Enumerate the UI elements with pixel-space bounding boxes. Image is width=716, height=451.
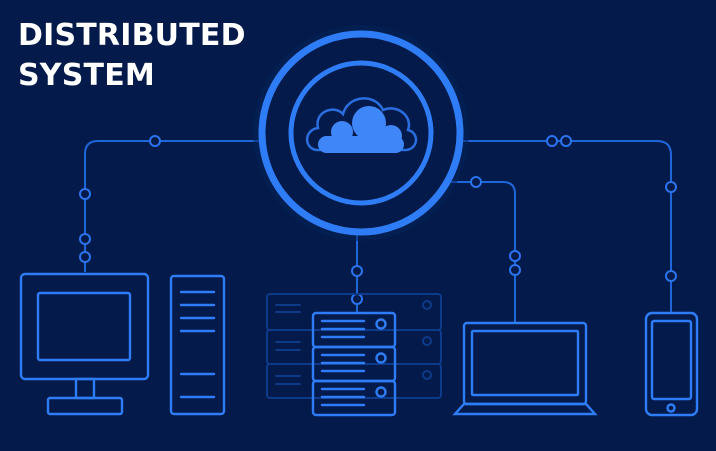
connector-node — [351, 265, 363, 277]
ghost-light — [422, 300, 432, 310]
title-line-2: SYSTEM — [18, 58, 155, 93]
connector-nodes — [79, 135, 677, 305]
phone-home-button — [666, 403, 676, 413]
cloud-outline — [305, 97, 418, 152]
connector-node — [351, 293, 363, 305]
title-line-1: DISTRIBUTED — [18, 18, 246, 53]
phone-screen — [650, 319, 693, 401]
phone-body — [644, 311, 699, 417]
server-status-light — [375, 318, 387, 330]
connector-node — [509, 264, 521, 276]
connector-node — [149, 135, 161, 147]
connector-node — [470, 176, 482, 188]
connector-node — [79, 233, 91, 245]
ghost-light — [422, 336, 432, 346]
server-status-light — [375, 386, 387, 398]
monitor-screen — [36, 291, 132, 362]
monitor-neck — [74, 377, 96, 400]
cloud-puff — [380, 125, 402, 147]
server-rack-icon — [311, 311, 397, 417]
wire-monitor — [84, 140, 262, 272]
cloud-puff — [352, 106, 386, 140]
cloud-puff — [331, 121, 353, 143]
wire-phone — [460, 140, 672, 313]
connector-node — [79, 251, 91, 263]
tower-case — [169, 274, 226, 416]
connector-node — [509, 250, 521, 262]
ghost-light — [422, 370, 432, 380]
wire-laptop — [447, 181, 516, 322]
server-unit — [311, 379, 397, 417]
tower-pc-icon — [169, 274, 226, 416]
connector-node — [546, 135, 558, 147]
laptop-icon — [452, 321, 598, 416]
connector-node — [79, 188, 91, 200]
laptop-base — [452, 402, 598, 416]
cloud-hub — [253, 25, 469, 241]
monitor-base — [46, 396, 124, 416]
laptop-screen — [470, 329, 580, 397]
smartphone-icon — [644, 311, 699, 417]
server-status-light — [375, 352, 387, 364]
page-title: DISTRIBUTED SYSTEM — [18, 16, 246, 96]
cloud-icon — [305, 97, 418, 153]
laptop-lid — [462, 321, 588, 406]
connector-node — [560, 135, 572, 147]
connector-node — [665, 270, 677, 282]
connection-lines — [84, 140, 672, 322]
connector-node — [665, 181, 677, 193]
monitor-icon — [19, 272, 150, 416]
